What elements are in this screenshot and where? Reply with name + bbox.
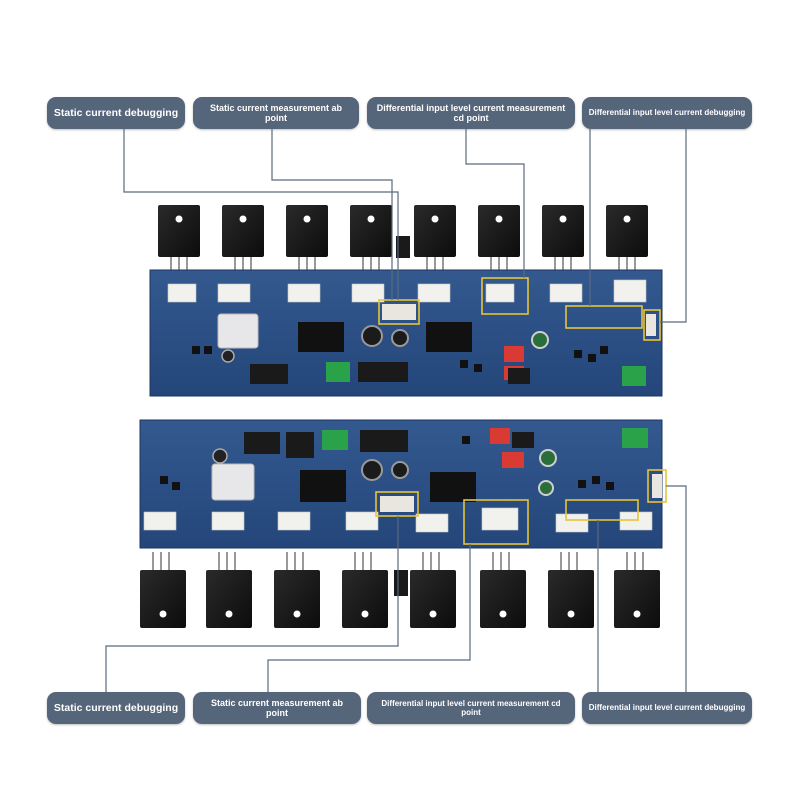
top-transistors [158, 205, 648, 277]
callout-text: Differential input level current debuggi… [588, 108, 746, 118]
callout-text: Static current measurement ab point [209, 102, 343, 123]
callout-static-current-measurement-bottom: Static current measurement ab point [193, 692, 361, 724]
callout-text: Differential input level current measure… [376, 102, 566, 123]
top-board [149, 205, 663, 397]
bottom-board [139, 419, 667, 628]
callout-differential-debugging-bottom: Differential input level current debuggi… [582, 692, 752, 724]
callout-text: Static current debugging [53, 701, 179, 714]
callout-static-current-measurement-top: Static current measurement ab point [193, 97, 359, 129]
callout-differential-debugging-top: Differential input level current debuggi… [582, 97, 752, 129]
callout-differential-measurement-top: Differential input level current measure… [367, 97, 575, 129]
callout-static-current-debugging-top: Static current debugging [47, 97, 185, 129]
callout-text: Static current debugging [53, 106, 179, 119]
callout-text: Static current measurement ab point [210, 697, 344, 718]
leader-lines [105, 129, 687, 692]
callout-differential-measurement-bottom: Differential input level current measure… [367, 692, 575, 724]
callout-text: Differential input level current debuggi… [588, 703, 746, 713]
bottom-transistors [140, 552, 660, 628]
callout-static-current-debugging-bottom: Static current debugging [47, 692, 185, 724]
callout-text: Differential input level current measure… [381, 698, 561, 717]
